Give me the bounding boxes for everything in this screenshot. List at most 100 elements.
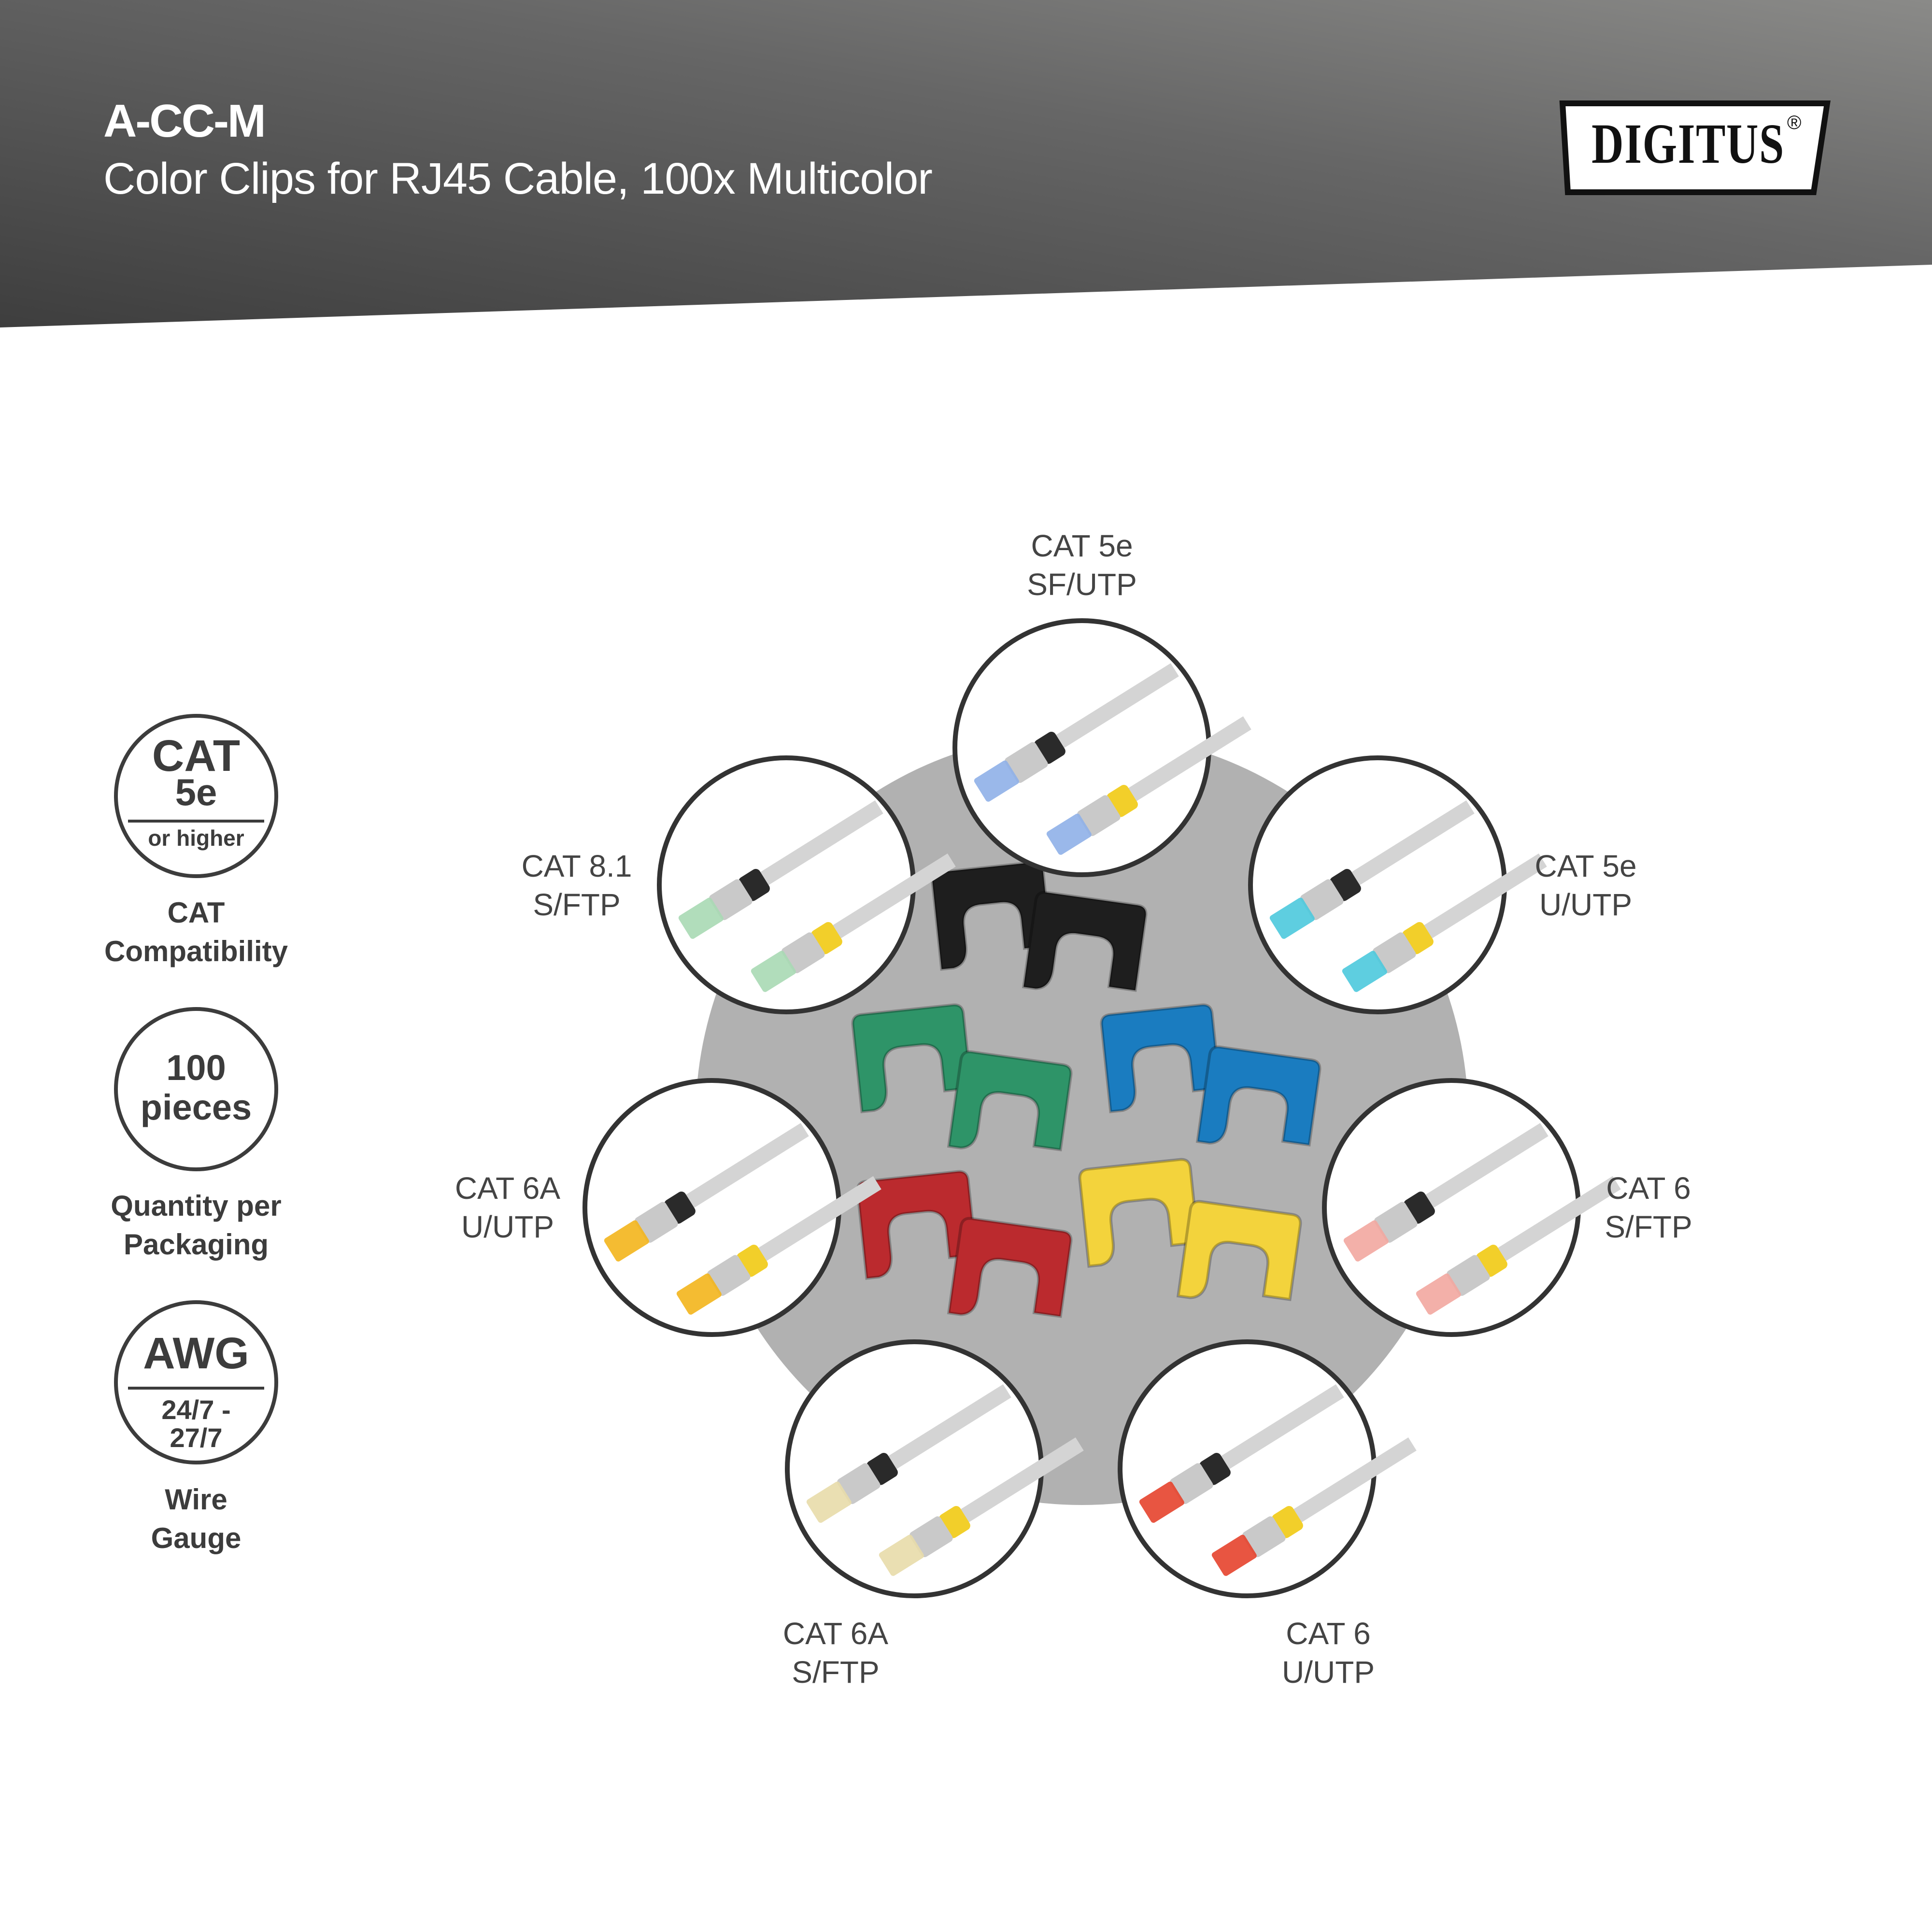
plug-housing <box>837 1463 881 1505</box>
cable-illustration <box>1322 1078 1621 1337</box>
rj45-plug <box>678 800 883 939</box>
cable-type: SF/UTP <box>1027 567 1137 602</box>
cable-cat: CAT 6 <box>1606 1171 1691 1206</box>
cable <box>1277 1437 1417 1533</box>
clip-shape <box>1176 1200 1302 1301</box>
caption-line: Packaging <box>123 1228 269 1261</box>
connector <box>676 1273 722 1315</box>
badges-layer <box>114 714 278 1464</box>
connector <box>1139 1481 1184 1523</box>
rj45-plug <box>604 1123 809 1262</box>
cable-type: S/FTP <box>1605 1209 1692 1244</box>
connector <box>1416 1273 1461 1315</box>
badge-awg-bottom-2: 27/7 <box>170 1422 223 1453</box>
brand-logo-box <box>1559 100 1831 195</box>
plug-housing <box>1005 742 1048 783</box>
cable <box>742 1176 881 1271</box>
connector <box>974 760 1019 802</box>
green-clip <box>947 1050 1073 1151</box>
connector <box>1046 813 1092 855</box>
plug-housing <box>1373 932 1416 974</box>
cable-illustration <box>952 618 1251 877</box>
clip-shape <box>947 1217 1073 1318</box>
badge-awg-bottom-1: 24/7 - <box>161 1394 231 1425</box>
plug-housing <box>781 932 825 974</box>
clip-shape <box>856 1170 978 1280</box>
blue-clip <box>1195 1045 1321 1147</box>
rj45-plug <box>1139 1384 1344 1523</box>
cable <box>744 800 883 895</box>
cable <box>1335 800 1475 895</box>
clips-layer <box>851 861 1321 1318</box>
cable <box>944 1437 1084 1533</box>
cable <box>872 1384 1011 1479</box>
plug-housing <box>1077 795 1121 837</box>
clip-shape <box>1100 1003 1222 1113</box>
cable <box>1205 1384 1344 1479</box>
badge-cat-sub: 5e <box>175 771 217 813</box>
cable <box>816 853 956 949</box>
clip-shape <box>851 1003 973 1113</box>
green-clip <box>851 1003 973 1113</box>
plug-housing <box>1300 879 1344 921</box>
clip-shape <box>931 861 1052 971</box>
plug-housing <box>707 1255 751 1296</box>
plug-housing <box>1242 1516 1286 1558</box>
black-clip <box>931 861 1052 971</box>
yellow-clip <box>1078 1158 1200 1268</box>
badge-circle <box>114 1007 278 1171</box>
rj45-plug <box>751 853 956 992</box>
cable-type: U/UTP <box>461 1209 554 1244</box>
cable-illustration <box>785 1339 1084 1598</box>
connector <box>1211 1534 1257 1576</box>
caption-line: CAT <box>167 896 225 929</box>
rj45-plug <box>879 1437 1084 1576</box>
cable-type: U/UTP <box>1539 887 1632 922</box>
connector <box>1269 897 1315 939</box>
badge-circle <box>114 714 278 878</box>
badge-cat-bottom: or higher <box>148 825 244 851</box>
clip-shape <box>947 1050 1073 1151</box>
rj45-plug <box>676 1176 881 1315</box>
cable-label: CAT 5e SF/UTP <box>961 526 1203 604</box>
clip-shape <box>1078 1158 1200 1268</box>
cable-cat: CAT 6 <box>1286 1616 1371 1651</box>
cable-illustration <box>1118 1339 1417 1598</box>
cable-cat: CAT 8.1 <box>521 849 632 883</box>
connector <box>1343 1220 1389 1262</box>
cable <box>1481 1176 1621 1271</box>
red-clip <box>947 1217 1073 1318</box>
cable <box>1112 716 1251 811</box>
rj45-plug <box>1046 716 1251 855</box>
connector <box>604 1220 649 1262</box>
clip-shape <box>1195 1045 1321 1147</box>
caption-line: Wire <box>165 1483 227 1516</box>
plug-housing <box>1374 1202 1418 1243</box>
cable <box>1409 1123 1548 1218</box>
connector <box>879 1534 924 1576</box>
plug-housing <box>1447 1255 1490 1296</box>
yellow-clip <box>1176 1200 1302 1301</box>
cable <box>669 1123 809 1218</box>
red-clip <box>856 1170 978 1280</box>
cable <box>1039 663 1179 758</box>
rj45-plug <box>974 663 1179 802</box>
cable-illustration <box>1248 755 1547 1014</box>
connector <box>751 951 796 992</box>
badge-qty-main: 100 <box>166 1048 226 1088</box>
brand-logo: DIGITUS <box>1591 112 1785 175</box>
plug-housing <box>1170 1463 1213 1505</box>
rj45-plug <box>1342 853 1547 992</box>
cable-cat: CAT 5e <box>1031 528 1133 563</box>
cable-cat: CAT 5e <box>1534 849 1637 883</box>
badge-circle <box>114 1300 278 1464</box>
cable-cat: CAT 6A <box>782 1616 889 1651</box>
cable-type: U/UTP <box>1282 1655 1375 1690</box>
badge-cat-main: CAT <box>152 731 241 781</box>
